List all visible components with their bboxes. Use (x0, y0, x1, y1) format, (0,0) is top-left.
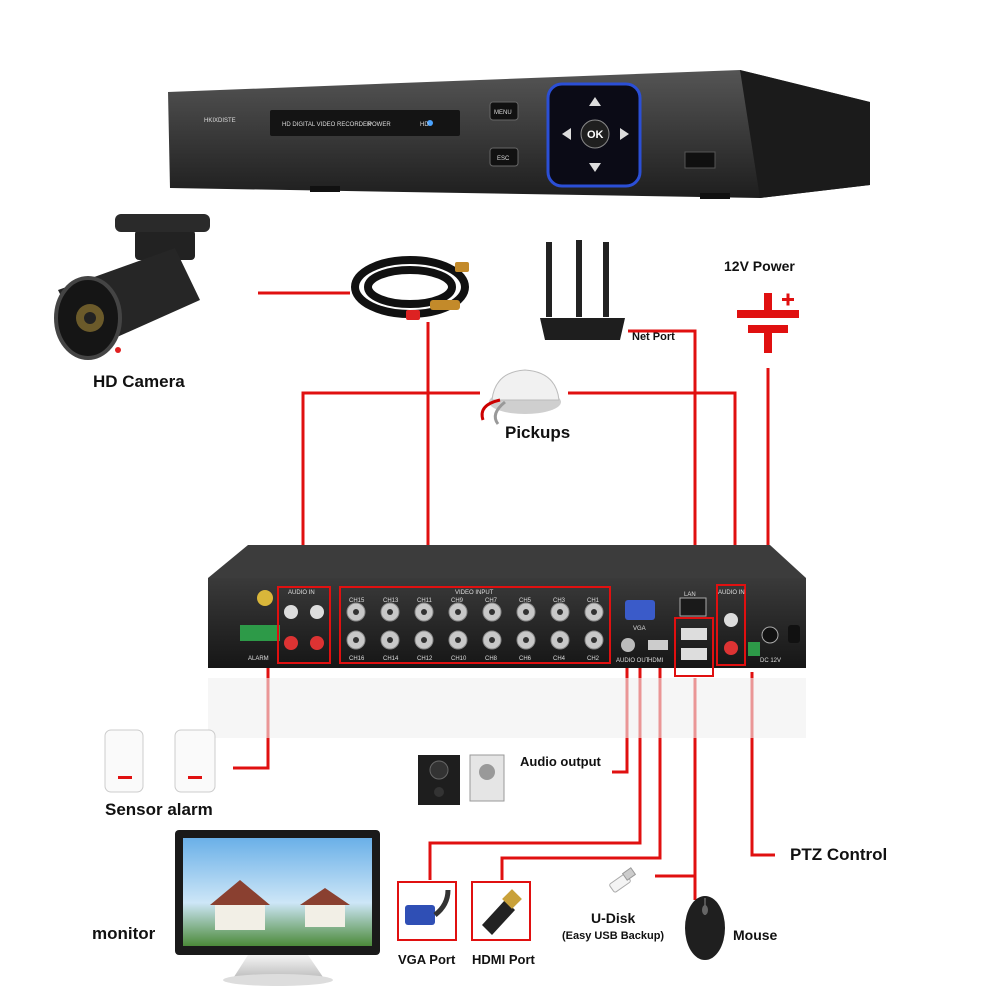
rear-alarm: ALARM (248, 656, 269, 662)
ok-button[interactable]: OK (587, 129, 604, 141)
rear-vga: VGA (633, 626, 646, 632)
hdmi-port-image (471, 881, 531, 941)
line-pickup-audio-left (301, 391, 480, 590)
power-label: 12V Power (724, 258, 795, 274)
vga-port-image (397, 881, 457, 941)
channel-label: CH10 (451, 656, 467, 662)
rear-lan: LAN (684, 592, 696, 598)
monitor-image (175, 830, 380, 986)
u-disk-label: U-Disk (591, 910, 636, 926)
channel-label: CH9 (451, 598, 464, 604)
router-image (540, 240, 625, 340)
bnc-top-row: CH15 CH13 CH11 CH9 CH7 CH5 CH3 CH1 (346, 598, 604, 622)
bnc-connector-center (353, 609, 359, 615)
pickups-label: Pickups (505, 423, 571, 442)
u-disk-image (609, 867, 637, 893)
menu-button[interactable]: MENU (494, 110, 512, 116)
mouse-label: Mouse (733, 927, 778, 943)
esc-button[interactable]: ESC (497, 156, 510, 162)
bnc-connector-center (387, 609, 393, 615)
channel-label: CH8 (485, 656, 498, 662)
channel-label: CH2 (587, 656, 600, 662)
rear-hdmi: HDMI (648, 658, 664, 664)
arrow-down-icon[interactable] (589, 163, 601, 172)
channel-label: CH15 (349, 598, 365, 604)
pickup-microphone-image (480, 369, 561, 425)
channel-label: CH11 (417, 598, 433, 604)
bnc-connector-center (557, 609, 563, 615)
bnc-connector-center (591, 637, 597, 643)
bnc-connector-center (489, 637, 495, 643)
channel-label: CH4 (553, 656, 566, 662)
bnc-connector-center (455, 637, 461, 643)
bnc-connector-center (421, 609, 427, 615)
front-title-text: HD DIGITAL VIDEO RECORDER (282, 122, 372, 128)
arrow-right-icon[interactable] (620, 128, 629, 140)
channel-label: CH1 (587, 598, 600, 604)
rear-video-input: VIDEO INPUT (455, 590, 494, 596)
dvr-rear-unit: CH15 CH13 CH11 CH9 CH7 CH5 CH3 CH1 CH16 CH14 CH12… (208, 545, 806, 738)
audio-in-right-box (716, 584, 746, 666)
ptz-control-label: PTZ Control (790, 845, 888, 864)
rear-audio-in-left: AUDIO IN (288, 590, 315, 596)
monitor-label: monitor (92, 924, 156, 943)
bnc-connector-center (523, 609, 529, 615)
rear-audio-out: AUDIO OUT (616, 658, 650, 664)
channel-label: CH3 (553, 598, 566, 604)
rear-dc: DC 12V (760, 658, 781, 664)
sensor-alarm-image (104, 729, 216, 793)
audio-in-left-box (277, 586, 331, 664)
hdmi-port-label: HDMI Port (472, 952, 535, 967)
channel-label: CH16 (349, 656, 365, 662)
bnc-connector-center (421, 637, 427, 643)
hd-camera-image (54, 214, 210, 360)
u-disk-note: (Easy USB Backup) (562, 930, 665, 942)
channel-label: CH14 (383, 656, 399, 662)
alarm-terminal (240, 625, 280, 641)
channel-label: CH13 (383, 598, 399, 604)
dvr-front-unit (168, 70, 870, 199)
power-symbol-icon (737, 293, 799, 353)
line-router-lan (628, 329, 697, 590)
bnc-connector-center (353, 637, 359, 643)
line-hdmi-port (500, 665, 662, 880)
front-hdd-text: HD (420, 122, 429, 128)
speakers-image (418, 754, 505, 805)
channel-label: CH12 (417, 656, 433, 662)
net-port-label: Net Port (632, 331, 675, 343)
bnc-connector-center (387, 637, 393, 643)
usb-ports-box (674, 617, 714, 677)
line-pickup-audio-right (568, 391, 737, 590)
rear-audio-in-right: AUDIO IN (718, 590, 745, 596)
audio-output-label: Audio output (520, 754, 601, 769)
arrow-left-icon[interactable] (562, 128, 571, 140)
video-input-box (339, 586, 611, 664)
front-power-text: POWER (368, 122, 391, 128)
bnc-connector-center (489, 609, 495, 615)
bnc-connector-center (523, 637, 529, 643)
arrow-up-icon[interactable] (589, 97, 601, 106)
vga-port-label: VGA Port (398, 952, 456, 967)
bnc-connector-center (455, 609, 461, 615)
hd-camera-label: HD Camera (93, 372, 185, 391)
channel-label: CH7 (485, 598, 498, 604)
bnc-bottom-row: CH16 CH14 CH12 CH10 CH8 CH6 CH4 CH2 (346, 630, 604, 662)
front-brand-text: HKIXDISTE (204, 118, 236, 124)
channel-label: CH5 (519, 598, 532, 604)
bnc-cable-image (351, 256, 469, 320)
line-vga-port (428, 665, 642, 880)
sensor-alarm-label: Sensor alarm (105, 800, 213, 819)
mouse-image (685, 896, 725, 960)
bnc-connector-center (557, 637, 563, 643)
bnc-connector-center (591, 609, 597, 615)
channel-label: CH6 (519, 656, 532, 662)
